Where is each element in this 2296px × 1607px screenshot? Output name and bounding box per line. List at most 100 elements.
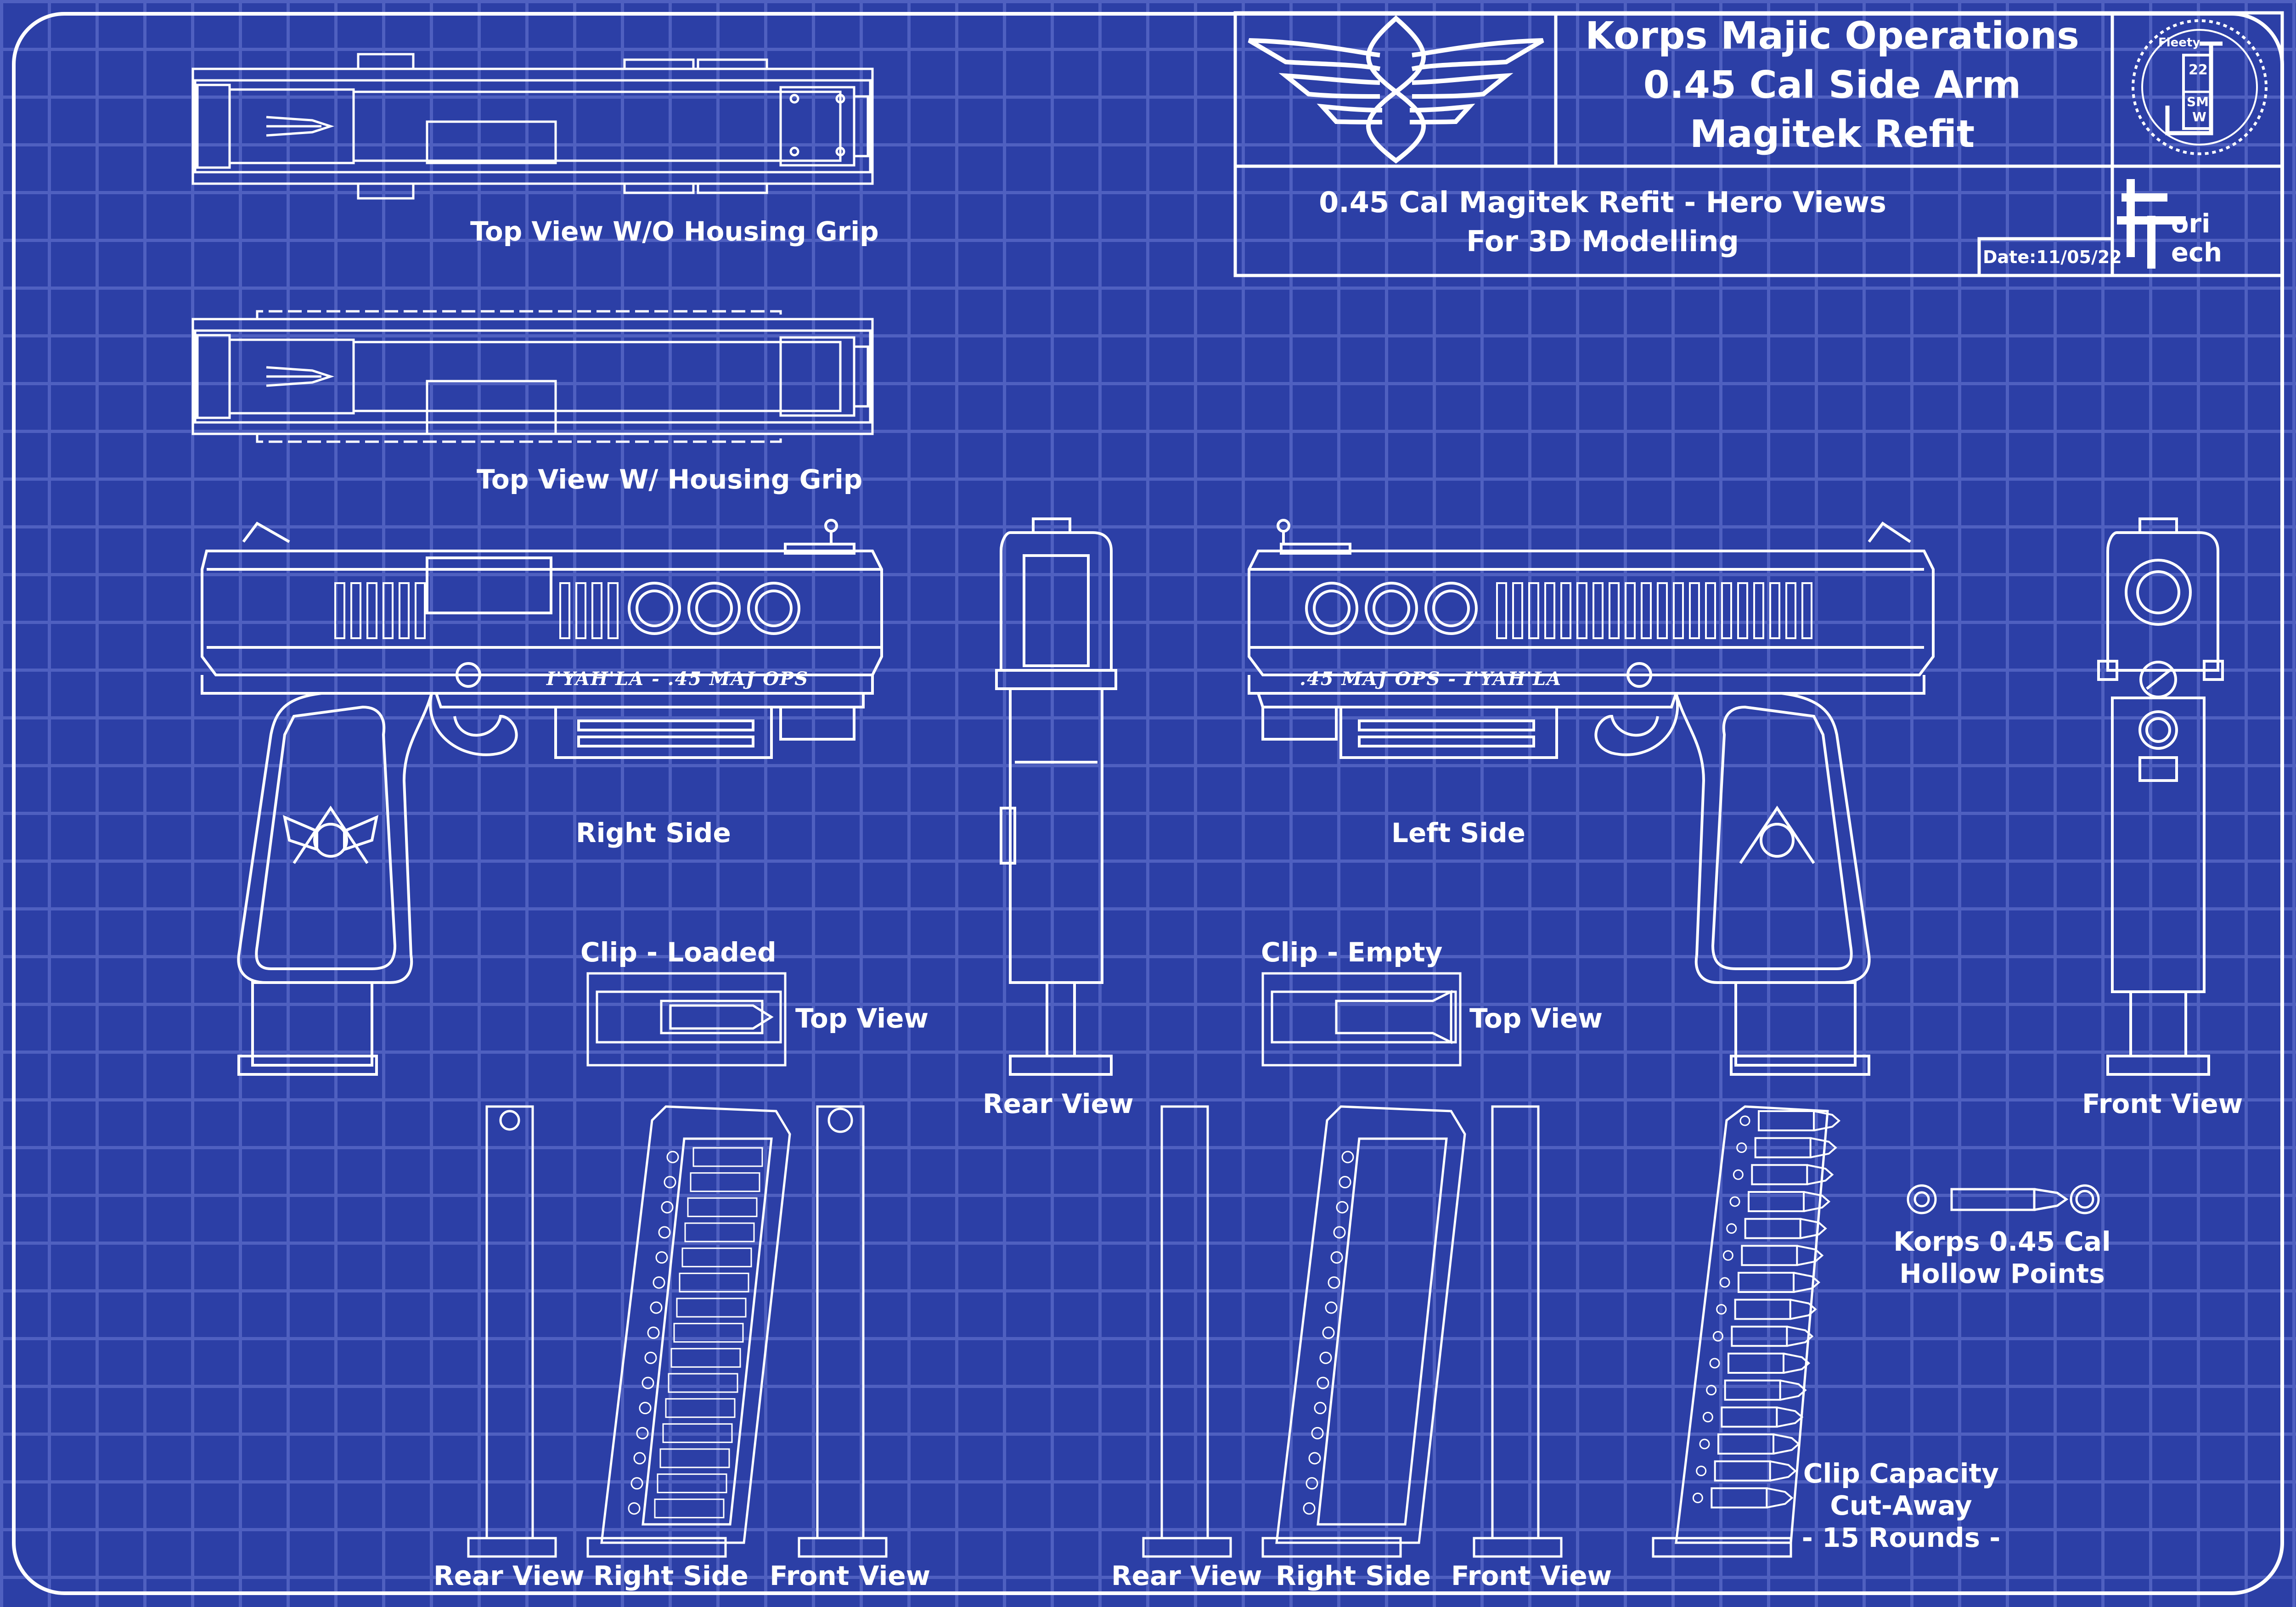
cutaway-round xyxy=(1728,1353,1784,1374)
mag-witness-hole xyxy=(666,1151,679,1163)
mag-round-window xyxy=(690,1172,760,1192)
mag-witness-hole xyxy=(1322,1326,1335,1339)
label-mag-loaded-rear: Rear View xyxy=(433,1560,585,1591)
mag-witness-hole xyxy=(658,1226,671,1239)
cutaway-round xyxy=(1758,1110,1815,1131)
cutaway-round xyxy=(1731,1326,1788,1347)
label-mag-empty-front: Front View xyxy=(1451,1560,1612,1591)
mag-witness-hole xyxy=(1330,1251,1343,1264)
cutaway-round-tip xyxy=(1783,1353,1811,1374)
mag-witness-hole xyxy=(650,1301,663,1314)
capacity-label-2: Cut-Away xyxy=(1830,1490,1972,1521)
mag-loaded-rear-drawing xyxy=(467,1105,557,1558)
mag-round-window xyxy=(676,1298,747,1318)
mag-round-window xyxy=(687,1197,758,1217)
mag-witness-hole xyxy=(636,1427,649,1439)
mag-round-window xyxy=(679,1272,749,1292)
mag-witness-hole xyxy=(655,1251,668,1264)
mag-witness-hole xyxy=(1303,1502,1316,1515)
mag-witness-hole xyxy=(644,1351,657,1364)
cutaway-witness-hole xyxy=(1696,1466,1707,1477)
cutaway-round xyxy=(1741,1245,1798,1266)
cutaway-round-tip xyxy=(1770,1460,1797,1482)
cutaway-round-tip xyxy=(1800,1218,1827,1239)
cutaway-round xyxy=(1721,1406,1778,1428)
mag-witness-hole xyxy=(642,1377,654,1389)
title-line-2: 0.45 Cal Side Arm xyxy=(1643,63,2021,107)
brand-text-1: ori xyxy=(2171,209,2211,239)
mag-witness-hole xyxy=(1325,1301,1338,1314)
label-clip-empty-top: Top View xyxy=(1469,1003,1603,1034)
mag-round-window xyxy=(654,1498,725,1518)
stamp-text-4: W xyxy=(2192,109,2206,124)
mag-round-window xyxy=(668,1373,738,1393)
mag-witness-hole xyxy=(633,1452,646,1465)
capacity-label-1: Clip Capacity xyxy=(1803,1458,1999,1489)
mag-witness-hole xyxy=(630,1477,643,1490)
cutaway-witness-hole xyxy=(1726,1223,1737,1234)
mag-witness-hole xyxy=(1336,1201,1349,1214)
foritech-logo-icon xyxy=(2117,179,2186,269)
cutaway-witness-hole xyxy=(1702,1411,1713,1422)
engraving-right: I'YAH'LA - .45 MAJ OPS xyxy=(546,668,809,690)
label-mag-empty-right: Right Side xyxy=(1276,1560,1431,1591)
mag-witness-hole xyxy=(1314,1402,1327,1415)
top-view-with-grip-drawing xyxy=(191,310,874,443)
cutaway-round xyxy=(1738,1272,1795,1293)
label-left-side: Left Side xyxy=(1391,817,1525,848)
cutaway-round xyxy=(1734,1298,1791,1320)
mag-round-window xyxy=(662,1423,733,1443)
mag-round-window xyxy=(681,1247,752,1268)
cutaway-witness-hole xyxy=(1736,1142,1747,1153)
mag-loaded-front-drawing xyxy=(798,1105,888,1558)
korps-emblem-icon xyxy=(1248,15,1544,164)
capacity-label-3: - 15 Rounds - xyxy=(1801,1522,2001,1553)
mag-witness-hole xyxy=(647,1326,660,1339)
cutaway-witness-hole xyxy=(1699,1438,1710,1450)
mag-witness-hole xyxy=(1328,1276,1340,1289)
mag-round-window xyxy=(657,1473,727,1494)
clip-empty-top-drawing xyxy=(1261,972,1462,1067)
label-clip-loaded-top: Top View xyxy=(795,1003,929,1034)
stamp-text-2: 22 xyxy=(2189,62,2208,78)
subtitle-line-2: For 3D Modelling xyxy=(1466,225,1739,258)
label-clip-loaded: Clip - Loaded xyxy=(580,937,777,968)
mag-round-window xyxy=(673,1323,744,1343)
title-line-1: Korps Majic Operations xyxy=(1585,14,2079,58)
stamp-text-3: SM xyxy=(2187,94,2209,109)
cutaway-round-tip xyxy=(1790,1298,1817,1320)
cutaway-round xyxy=(1711,1487,1768,1509)
cutaway-round xyxy=(1748,1191,1805,1212)
mag-witness-hole xyxy=(1341,1151,1354,1163)
mag-witness-hole xyxy=(1339,1176,1351,1189)
cutaway-round xyxy=(1717,1433,1774,1455)
date-label: Date:11/05/22 xyxy=(1983,247,2122,267)
cutaway-round-tip xyxy=(1773,1433,1801,1455)
cutaway-round-tip xyxy=(1796,1245,1824,1266)
mag-witness-hole xyxy=(1319,1351,1332,1364)
subtitle-line-1: 0.45 Cal Magitek Refit - Hero Views xyxy=(1319,185,1886,219)
left-side-pistol-drawing xyxy=(1248,519,1935,1076)
cutaway-witness-hole xyxy=(1729,1196,1740,1207)
stamp-text-1: Fleety xyxy=(2158,36,2200,50)
mag-round-window xyxy=(692,1147,763,1167)
label-mag-loaded-right: Right Side xyxy=(593,1560,748,1591)
mag-round-window xyxy=(684,1222,755,1242)
cutaway-round-tip xyxy=(1766,1487,1794,1509)
cutaway-round xyxy=(1754,1137,1812,1158)
mag-empty-front-drawing xyxy=(1473,1105,1563,1558)
mag-witness-hole xyxy=(664,1176,676,1189)
cutaway-round xyxy=(1744,1218,1801,1239)
cutaway-round-tip xyxy=(1813,1110,1841,1131)
cutaway-round-tip xyxy=(1786,1326,1814,1347)
mag-witness-hole xyxy=(639,1402,652,1415)
cutaway-round-tip xyxy=(1776,1406,1804,1428)
mag-witness-hole xyxy=(1333,1226,1346,1239)
cutaway-witness-hole xyxy=(1692,1492,1703,1503)
label-rear-view: Rear View xyxy=(983,1088,1134,1119)
ammo-label-1: Korps 0.45 Cal xyxy=(1893,1226,2111,1257)
title-block-frame xyxy=(1233,11,2284,277)
mag-witness-hole xyxy=(1308,1452,1321,1465)
